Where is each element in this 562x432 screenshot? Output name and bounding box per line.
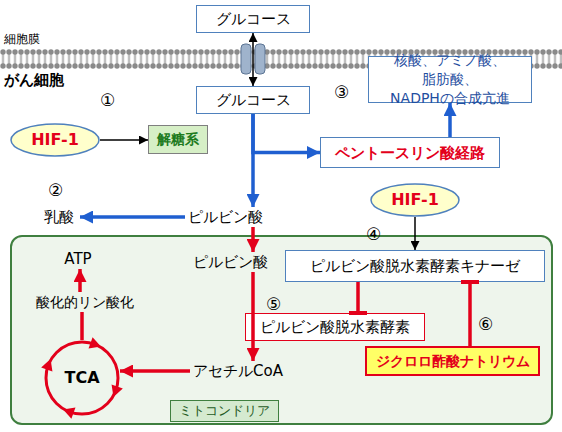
region-label: ミトコンドリア [170,400,279,422]
arrow-connector [80,215,185,219]
process-text: 酸化的リン酸化 [33,292,137,312]
arrow-connector [120,369,190,373]
node-text: HIF-1 [391,190,439,209]
ellipse-outline [11,124,99,156]
pathway-box: ペントースリン酸経路 [320,137,500,168]
metabolite-text: 乳酸 [38,207,80,227]
membrane-label: 細胞膜 [4,33,40,45]
mitochondria-region: ミトコンドリア ATP ピルビン酸 ピルビン酸脱水素酵素キナーゼ酸化的リン酸化ピルビン… [10,235,553,425]
node-text: ペントースリン酸経路 [335,144,485,162]
drug-box: ジクロロ酢酸ナトリウム [365,346,540,376]
node-text: ピルビン酸脱水素酵素 [260,318,410,336]
factor-ellipse: HIF-1 [10,123,100,157]
callout-number: ⑤ [266,296,281,313]
node-text: 解糖系 [157,131,199,148]
node-text: 乳酸 [44,208,74,226]
pathway-box: 解糖系 [148,125,208,154]
node-text: アセチルCoA [193,362,283,380]
cycle-arrowhead [89,337,101,348]
arrow-connector [448,103,452,137]
metabolite-text: アセチルCoA [190,361,286,381]
node-text: 酸化的リン酸化 [36,294,134,311]
node-text: ATP [64,250,91,268]
metabolite-box: グルコース [196,5,310,33]
metabolite-text: ピルビン酸 [190,252,270,272]
arrow-connector [251,114,255,207]
arrow-connector [100,139,148,141]
node-text: TCA [64,368,99,387]
cycle-arrowhead [41,359,52,371]
cycle-ring [46,342,118,414]
arrow-connector [251,272,255,361]
callout-number: ③ [334,84,349,101]
cycle-arrowhead [112,385,123,397]
callout-number: ⑥ [478,316,493,333]
enzyme-box: ピルビン酸脱水素酵素 [245,313,425,341]
node-text: ピルビン酸 [193,253,268,271]
callout-number: ② [48,182,63,199]
cycle-circle: TCA [44,340,120,416]
arrow-connector [414,217,416,250]
node-text: 核酸、アミノ酸、脂肪酸、 NADPHの合成亢進 [369,51,531,108]
callout-number: ① [100,92,115,109]
transporter-protein [255,44,265,74]
factor-ellipse: HIF-1 [370,183,460,217]
metabolite-box: グルコース [196,86,310,114]
node-text: ピルビン酸脱水素酵素キナーゼ [310,257,520,275]
node-text: HIF-1 [31,130,79,149]
arrow-connector [252,33,254,86]
enzyme-box: ピルビン酸脱水素酵素キナーゼ [285,250,545,282]
inhibition-connector [356,282,360,313]
arrow-connector [251,227,255,252]
node-text: ジクロロ酢酸ナトリウム [376,353,530,370]
callout-number: ④ [366,226,381,243]
metabolite-text: ピルビン酸 [185,207,265,227]
cycle-arrowhead [63,408,75,419]
product-text: ATP [60,249,96,269]
cell-label: がん細胞 [4,73,64,88]
inhibition-connector [468,282,472,346]
outcome-box: 核酸、アミノ酸、脂肪酸、 NADPHの合成亢進 [368,56,532,103]
ellipse-outline [371,184,459,216]
arrow-connector [253,114,320,153]
arrow-connector [80,312,84,340]
arrow-connector [78,269,82,292]
node-text: グルコース [216,91,291,109]
transporter-protein [241,44,251,74]
node-text: グルコース [216,10,291,28]
node-text: ピルビン酸 [188,208,263,226]
